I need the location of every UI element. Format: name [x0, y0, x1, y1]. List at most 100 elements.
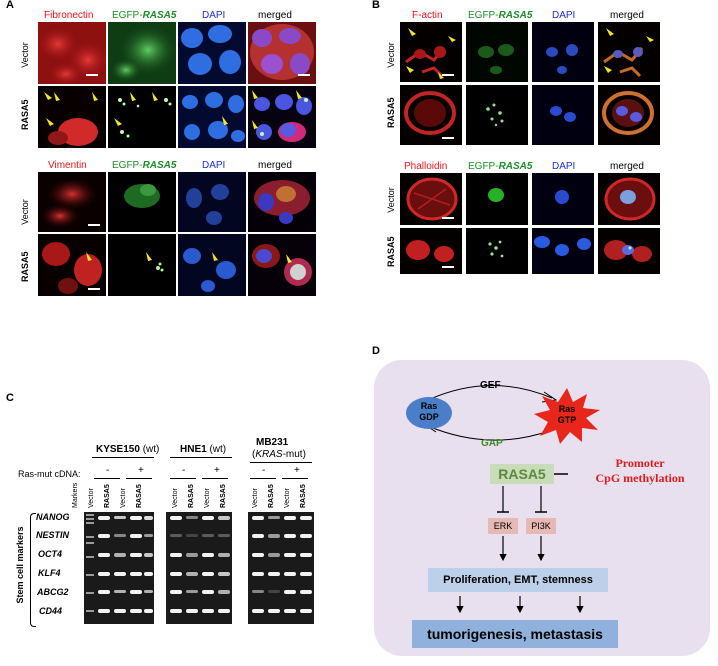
row-label-vector: Vector — [386, 187, 396, 213]
micrograph-dapi-rasa5 — [532, 228, 594, 274]
ras-gtp-line1: Ras — [558, 404, 576, 414]
stem-cell-markers-label: Stem cell markers — [15, 526, 25, 604]
promoter-line2: CpG methylation — [595, 471, 685, 485]
ras-gdp-line2: GDP — [419, 412, 439, 422]
ras-gdp-node — [406, 397, 452, 429]
ras-underline — [94, 478, 120, 479]
header-dapi: DAPI — [202, 10, 226, 21]
group-name: KYSE150 — [96, 444, 140, 455]
lane-label-vector: Vector — [204, 488, 211, 508]
erk-node: ERK — [488, 518, 518, 534]
ras-underline — [170, 478, 196, 479]
header-egfp-prefix: EGFP- — [112, 160, 143, 171]
header-f-actin: F-actin — [412, 10, 443, 21]
group-kyse150: KYSE150 (wt) — [96, 444, 159, 455]
micrograph-fibronectin-rasa5 — [38, 86, 106, 148]
header-egfp-gene: RASA5 — [142, 10, 177, 21]
outcome-node: tumorigenesis, metastasis — [412, 620, 618, 648]
ras-plus: + — [138, 465, 144, 476]
ras-gtp-line2: GTP — [557, 415, 577, 425]
header-merged: merged — [258, 160, 292, 171]
row-label-vector: Vector — [20, 199, 30, 225]
header-egfp-rasa5: EGFP-RASA5 — [468, 10, 532, 21]
gene-label-cd44: CD44 — [39, 606, 63, 616]
micrograph-merged-rasa5 — [598, 228, 660, 274]
header-merged: merged — [610, 161, 644, 172]
group-mb231: MB231 — [256, 437, 289, 448]
group-underline — [92, 457, 154, 458]
micrograph-vimentin-vector — [38, 172, 106, 232]
header-egfp-prefix: EGFP- — [468, 10, 499, 21]
micrograph-dapi-vector — [532, 173, 594, 225]
panel-c-label: C — [6, 392, 14, 404]
micrograph-merged-rasa5 — [598, 85, 660, 145]
group-underline — [250, 462, 312, 463]
micrograph-f-actin-vector — [400, 22, 462, 82]
ras-plus: + — [214, 465, 220, 476]
lane-label-rasa5: RASA5 — [188, 484, 195, 508]
micrograph-merged-vector — [248, 22, 316, 84]
group-sub-post: -mut) — [282, 449, 306, 460]
ras-gtp-label: Ras GTP — [547, 404, 587, 426]
micrograph-merged-rasa5 — [248, 86, 316, 148]
header-egfp-prefix: EGFP- — [468, 161, 499, 172]
header-egfp-prefix: EGFP- — [112, 10, 143, 21]
micrograph-dapi-rasa5 — [178, 86, 246, 148]
gene-label-oct4: OCT4 — [38, 549, 63, 559]
micrograph-egfp-rasa5 — [466, 228, 528, 274]
micrograph-egfp-rasa5 — [108, 234, 176, 296]
micrograph-egfp-vector — [108, 22, 176, 84]
group-suffix: (wt) — [206, 444, 227, 455]
gel-image-kyse150 — [84, 512, 154, 624]
header-fibronectin: Fibronectin — [44, 10, 94, 21]
lane-label-vector: Vector — [252, 488, 259, 508]
header-egfp-gene: RASA5 — [498, 161, 533, 172]
micrograph-dapi-vector — [178, 172, 246, 232]
group-suffix: (wt) — [139, 444, 160, 455]
lane-label-rasa5: RASA5 — [104, 484, 111, 508]
promoter-label: Promoter CpG methylation — [578, 456, 702, 486]
micrograph-egfp-rasa5 — [108, 86, 176, 148]
micrograph-phalloidin-vector — [400, 173, 462, 225]
header-egfp-rasa5: EGFP-RASA5 — [112, 160, 176, 171]
gel-image-hne1 — [166, 512, 232, 624]
micrograph-merged-rasa5 — [248, 234, 316, 296]
gef-label: GEF — [480, 380, 501, 391]
lane-label-vector: Vector — [120, 488, 127, 508]
micrograph-egfp-vector — [108, 172, 176, 232]
micrograph-dapi-rasa5 — [178, 234, 246, 296]
ras-mut-label: Ras-mut cDNA: — [18, 469, 81, 479]
header-phalloidin: Phalloidin — [404, 161, 448, 172]
ras-gdp-label: Ras GDP — [406, 401, 452, 423]
pi3k-node: PI3K — [526, 518, 556, 534]
header-egfp-rasa5: EGFP-RASA5 — [468, 161, 532, 172]
micrograph-merged-vector — [598, 173, 660, 225]
panel-a-label: A — [6, 0, 14, 11]
header-vimentin: Vimentin — [48, 160, 87, 171]
micrograph-f-actin-rasa5 — [400, 85, 462, 145]
row-label-rasa5: RASA5 — [386, 236, 396, 267]
ras-underline — [202, 478, 228, 479]
micrograph-fibronectin-vector — [38, 22, 106, 84]
micrograph-phalloidin-rasa5 — [400, 228, 462, 274]
proliferation-node: Proliferation, EMT, stemness — [428, 568, 608, 592]
row-label-rasa5: RASA5 — [20, 251, 30, 282]
ras-gdp-line1: Ras — [420, 401, 438, 411]
lane-label-rasa5: RASA5 — [136, 484, 143, 508]
header-merged: merged — [258, 10, 292, 21]
gene-label-nanog: NANOG — [36, 512, 70, 522]
promoter-line1: Promoter — [615, 456, 665, 470]
group-mb231-sub: (KRAS-mut) — [252, 449, 306, 460]
header-egfp-gene: RASA5 — [498, 10, 533, 21]
ras-plus: + — [294, 465, 300, 476]
micrograph-dapi-rasa5 — [532, 85, 594, 145]
header-dapi: DAPI — [552, 10, 576, 21]
header-merged: merged — [610, 10, 644, 21]
gene-label-nestin: NESTIN — [36, 530, 70, 540]
lane-label-vector: Vector — [284, 488, 291, 508]
row-label-rasa5: RASA5 — [20, 99, 30, 130]
micrograph-merged-vector — [248, 172, 316, 232]
lane-label-vector: Vector — [172, 488, 179, 508]
group-name: HNE1 — [180, 444, 207, 455]
bracket — [30, 513, 36, 627]
